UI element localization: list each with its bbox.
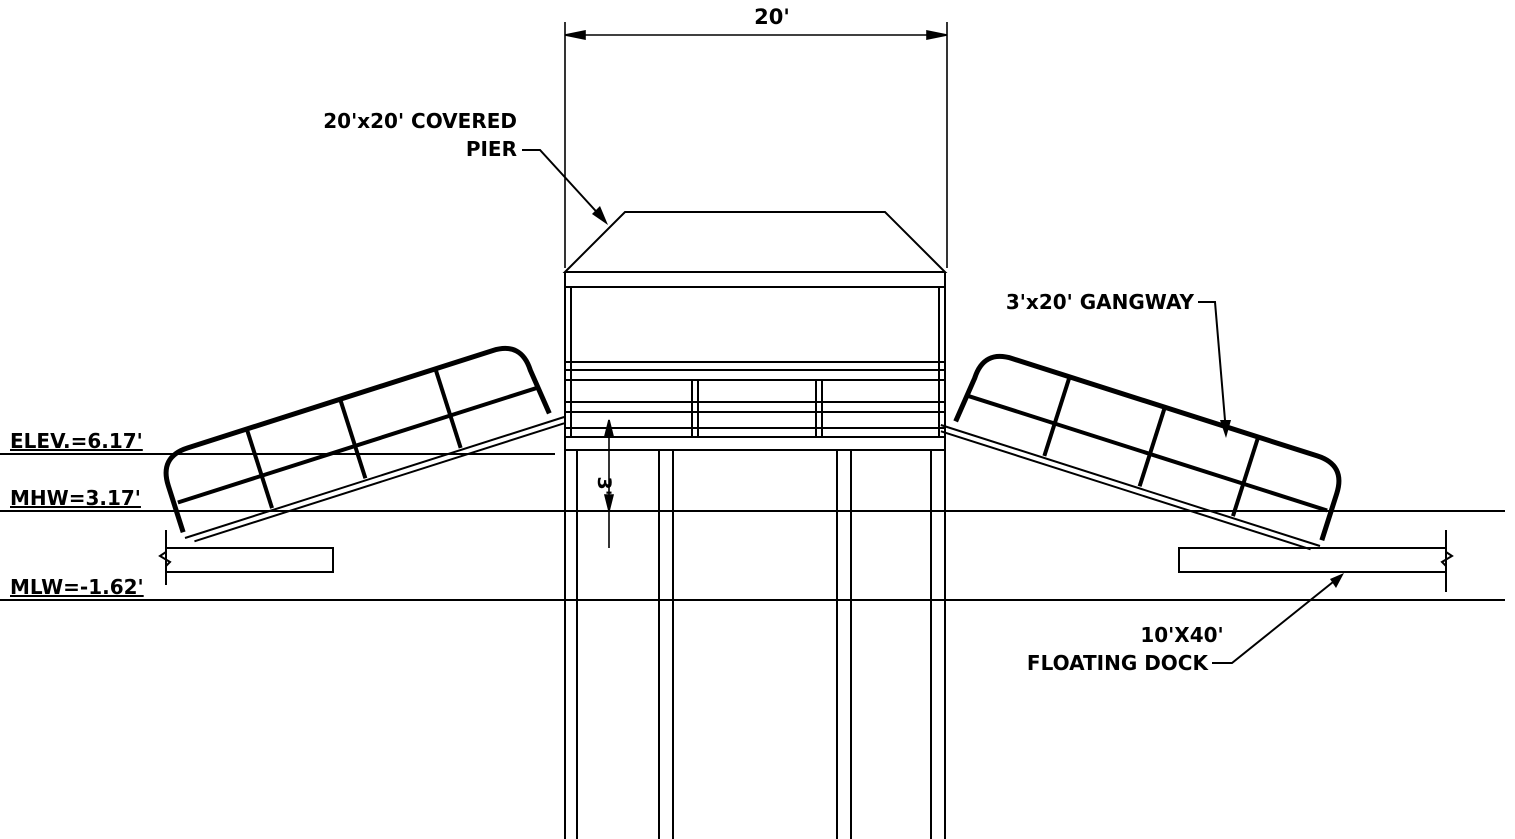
gangway-left [163,345,565,543]
dim-arrow-right [926,30,948,40]
pier-label-line2: PIER [466,137,517,161]
deck-height-dimension [603,419,615,548]
gangway-left-midrail [177,386,537,505]
gangway-label: 3'x20' GANGWAY [1006,290,1195,314]
gangway-left-deck-bottom [194,422,565,543]
mlw-label: MLW=-1.62' [10,575,144,599]
deck-height-label: 3' [593,476,615,495]
covered-pier [562,211,948,839]
gangway-right-deck-bottom [940,430,1311,551]
width-dimension [564,22,948,268]
pier-railing [565,361,945,437]
dock-leader [1212,577,1339,664]
floating-dock-right [1178,530,1454,592]
mhw-label: MHW=3.17' [10,486,141,510]
gangway-left-deck-top [184,416,565,539]
dock-label-line1: 10'X40' [1140,623,1223,647]
floating-dock-left [158,530,334,585]
break-line-right [1440,530,1454,592]
pier-pilings [564,450,946,839]
gangway-right [940,353,1342,551]
gangway-right-midrail [968,394,1328,513]
elev-label: ELEV.=6.17' [10,429,143,453]
pier-label-line1: 20'x20' COVERED [323,109,517,133]
pier-leader [522,149,605,221]
gangway-left-handrail [163,345,552,534]
gangway-right-handrail [953,353,1342,542]
leaders [522,149,1344,664]
dock-label-line2: FLOATING DOCK [1027,651,1210,675]
pier-deck [565,436,945,451]
pier-roof [562,211,948,273]
break-line-left [158,530,172,585]
width-dimension-label: 20' [754,5,790,29]
elevation-lines [0,453,1505,601]
dim-arrow-left [564,30,586,40]
gangway-leader [1198,301,1227,433]
gangway-right-deck-top [940,424,1321,547]
